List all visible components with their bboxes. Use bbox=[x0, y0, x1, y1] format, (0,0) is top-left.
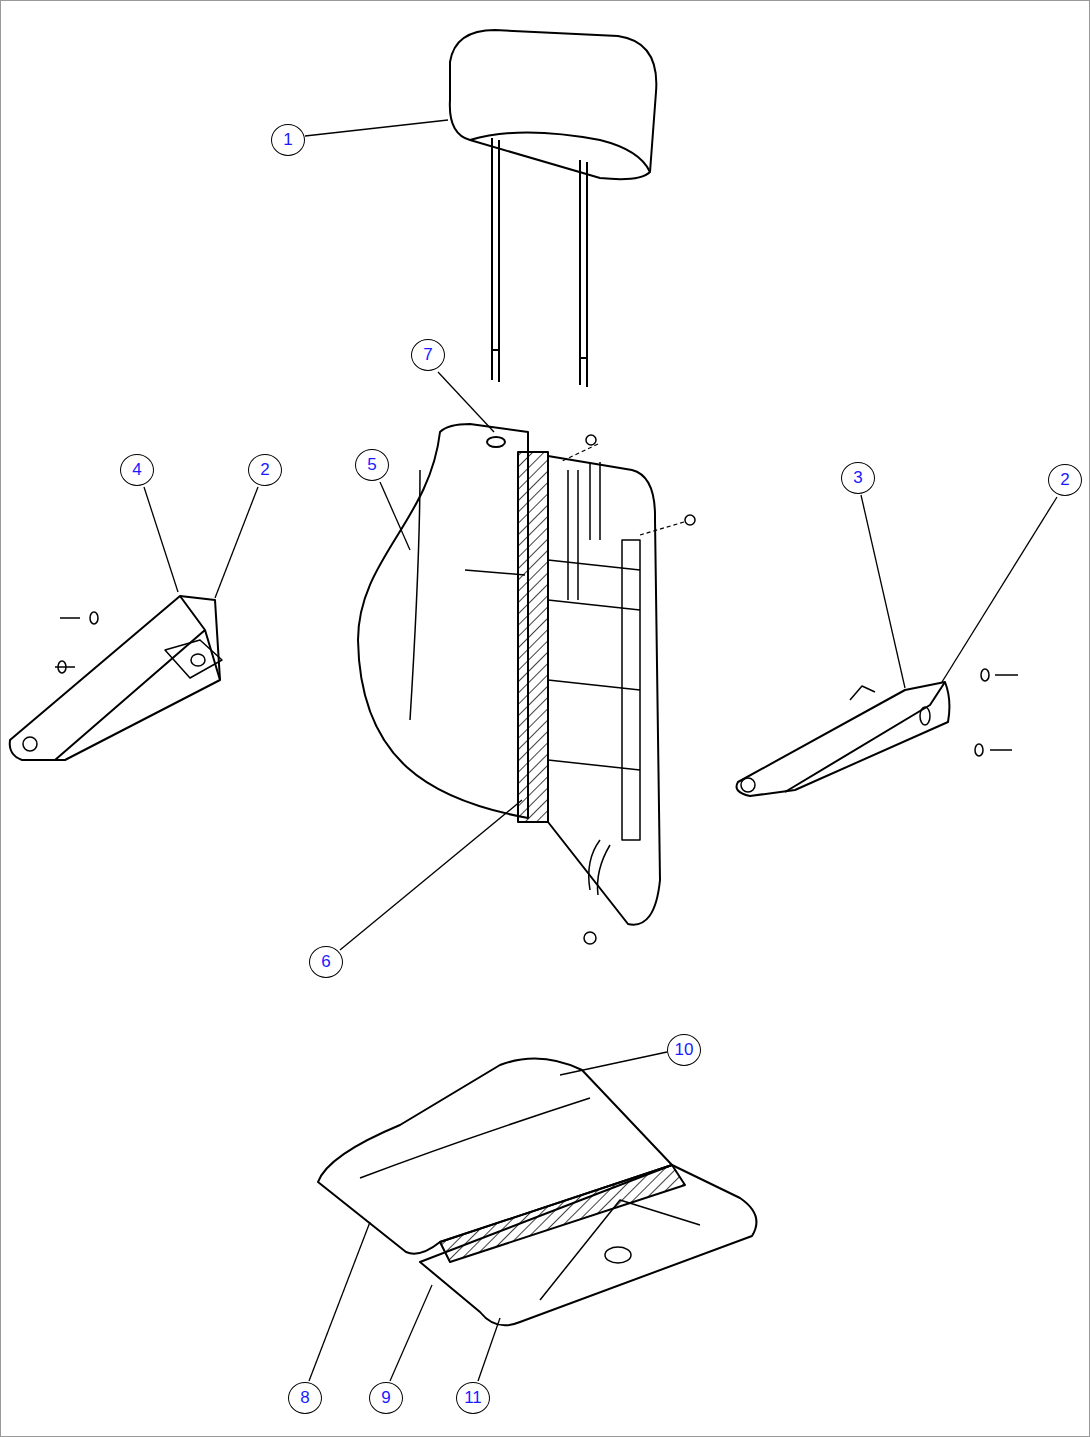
callout-number: 11 bbox=[456, 1382, 490, 1414]
callout-number: 2 bbox=[1048, 464, 1082, 496]
callout-number: 10 bbox=[667, 1034, 701, 1066]
callout-number: 9 bbox=[369, 1382, 403, 1414]
callout-number: 3 bbox=[841, 462, 875, 494]
callout-number: 5 bbox=[355, 449, 389, 481]
callout-number: 8 bbox=[288, 1382, 322, 1414]
callout-number: 2 bbox=[248, 454, 282, 486]
callout-number: 1 bbox=[271, 124, 305, 156]
callout-number: 7 bbox=[411, 339, 445, 371]
callout-number: 6 bbox=[309, 946, 343, 978]
callout-number: 4 bbox=[120, 454, 154, 486]
